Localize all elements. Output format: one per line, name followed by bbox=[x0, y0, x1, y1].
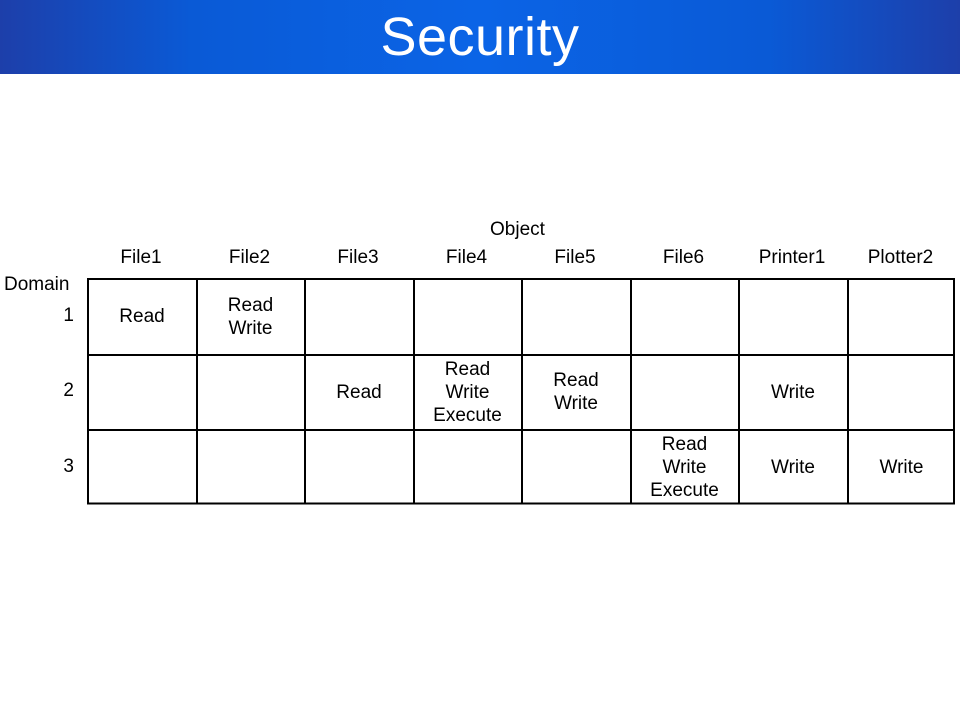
matrix-cell bbox=[631, 279, 739, 354]
title-bar: Security bbox=[0, 0, 960, 74]
permission-label: Execute bbox=[433, 404, 502, 426]
column-header: File4 bbox=[445, 247, 488, 268]
column-header: File2 bbox=[228, 247, 271, 268]
permission-label: Write bbox=[228, 317, 273, 339]
matrix-cell bbox=[848, 279, 956, 354]
matrix-cell: Write bbox=[848, 430, 956, 505]
column-header: Plotter2 bbox=[867, 247, 934, 268]
matrix-cell bbox=[522, 430, 630, 505]
column-header: File5 bbox=[554, 247, 596, 268]
column-header: File6 bbox=[662, 247, 705, 268]
permission-label: Write bbox=[771, 381, 815, 403]
object-axis-label: Object bbox=[490, 219, 545, 240]
row-header: 3 bbox=[63, 455, 74, 477]
matrix-cell: Write bbox=[739, 355, 847, 430]
row-header: 1 bbox=[63, 304, 74, 326]
matrix-cell bbox=[414, 279, 522, 354]
permission-label: Write bbox=[879, 457, 924, 478]
permission-label: Read bbox=[661, 434, 708, 455]
permission-label: Read bbox=[119, 306, 165, 327]
permission-label: Read bbox=[336, 381, 382, 403]
matrix-cell bbox=[305, 430, 413, 505]
slide-title: Security bbox=[380, 7, 580, 67]
column-header: File3 bbox=[337, 247, 379, 268]
grid-lines bbox=[87, 278, 955, 505]
permission-label: Write bbox=[662, 457, 707, 478]
matrix-cell bbox=[197, 430, 305, 505]
domain-axis-label: Domain bbox=[4, 274, 70, 295]
matrix-cell bbox=[305, 279, 413, 354]
column-header: File1 bbox=[120, 247, 162, 268]
row-header: 2 bbox=[63, 380, 74, 402]
matrix-cell bbox=[522, 279, 630, 354]
matrix-cell bbox=[88, 355, 196, 430]
matrix-cell bbox=[197, 355, 305, 430]
column-header: Printer1 bbox=[758, 247, 826, 268]
matrix-cell bbox=[414, 430, 522, 505]
permission-label: Write bbox=[445, 381, 490, 403]
matrix-cell: Read bbox=[305, 355, 413, 430]
matrix-cell: Write bbox=[739, 430, 847, 505]
permission-label: Read bbox=[553, 370, 599, 391]
matrix-cell: Read bbox=[88, 279, 196, 354]
permission-label: Read bbox=[444, 358, 491, 380]
matrix-cell bbox=[739, 279, 847, 354]
permission-label: Execute bbox=[650, 480, 719, 501]
matrix-cell bbox=[848, 355, 956, 430]
permission-label: Write bbox=[554, 393, 598, 414]
permission-label: Write bbox=[771, 457, 815, 478]
matrix-cell bbox=[631, 355, 739, 430]
matrix-cell bbox=[88, 430, 196, 505]
permission-label: Read bbox=[227, 294, 274, 316]
